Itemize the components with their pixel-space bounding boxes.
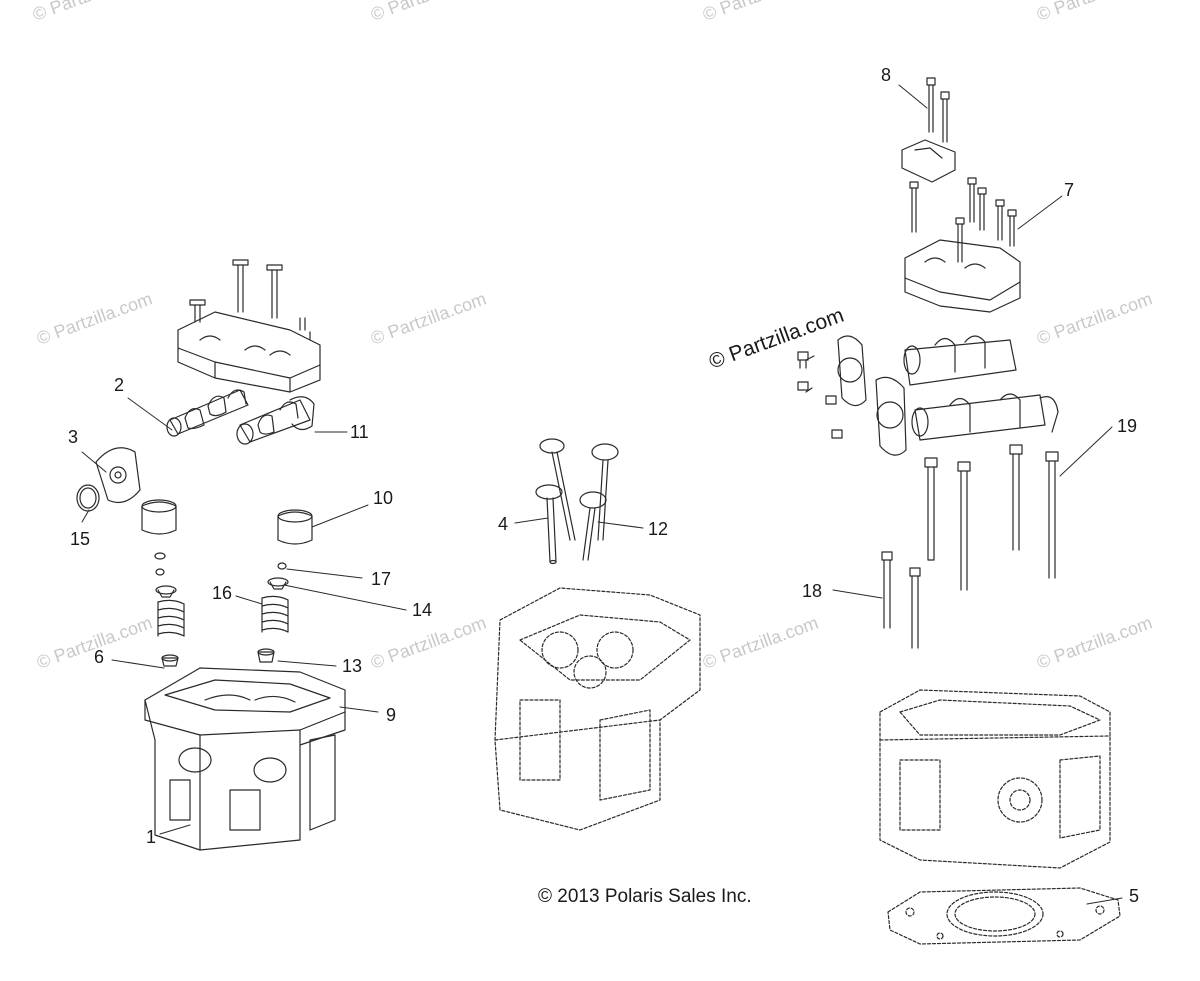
retainer-14 <box>267 577 289 590</box>
callout-6: 6 <box>94 647 105 667</box>
retainer-left <box>155 585 177 598</box>
callout-5: 5 <box>1129 886 1140 906</box>
callout-12: 12 <box>648 519 669 539</box>
valve-bucket-10 <box>277 509 313 545</box>
callout-7: 7 <box>1064 180 1075 200</box>
callout-9: 9 <box>386 705 397 725</box>
valve-seal-13 <box>257 648 275 663</box>
callout-15: 15 <box>70 529 91 549</box>
callout-11: 11 <box>350 422 369 442</box>
callout-8: 8 <box>881 65 892 85</box>
callout-17: 17 <box>371 569 392 589</box>
camshaft-11 <box>236 396 315 445</box>
camshaft-2 <box>166 389 249 437</box>
snap-ring-15 <box>76 484 100 512</box>
cylinder-head-left <box>144 667 346 851</box>
valve-spring-16 <box>261 595 289 633</box>
bolts-18 <box>881 551 921 649</box>
callout-16: 16 <box>212 583 233 603</box>
valve-4 <box>535 484 563 565</box>
head-gasket-5 <box>887 887 1121 945</box>
callout-3: 3 <box>68 427 79 447</box>
valve-mid-a <box>539 438 576 541</box>
bolts-8 <box>926 77 950 143</box>
gears-and-camshafts-right <box>837 335 1059 456</box>
valve-mid-b <box>579 491 607 561</box>
cylinder-head-middle <box>494 587 701 831</box>
callout-13: 13 <box>342 656 363 676</box>
leader-lines <box>81 84 1123 905</box>
keeper-17 <box>277 562 287 570</box>
callout-14: 14 <box>412 600 433 620</box>
cam-bridge <box>901 139 956 183</box>
callout-2: 2 <box>114 375 125 395</box>
cam-carrier-left <box>177 259 321 393</box>
callout-1: 1 <box>146 827 157 847</box>
cam-sprocket-3 <box>95 447 141 503</box>
callout-10: 10 <box>373 488 394 508</box>
small-bolts-right <box>797 351 843 439</box>
callout-19: 19 <box>1117 416 1138 436</box>
shim-left <box>154 552 166 576</box>
valve-spring-left <box>157 599 185 637</box>
valve-seal-6 <box>161 654 179 667</box>
bolts-7 <box>909 177 1017 263</box>
head-bolts-19 <box>924 444 1059 591</box>
valve-bucket-left <box>141 499 177 535</box>
copyright-notice: © 2013 Polaris Sales Inc. <box>538 886 752 907</box>
cylinder-head-right <box>879 689 1111 869</box>
callout-4: 4 <box>498 514 509 534</box>
callout-18: 18 <box>802 581 823 601</box>
cam-carrier-right <box>904 239 1021 313</box>
